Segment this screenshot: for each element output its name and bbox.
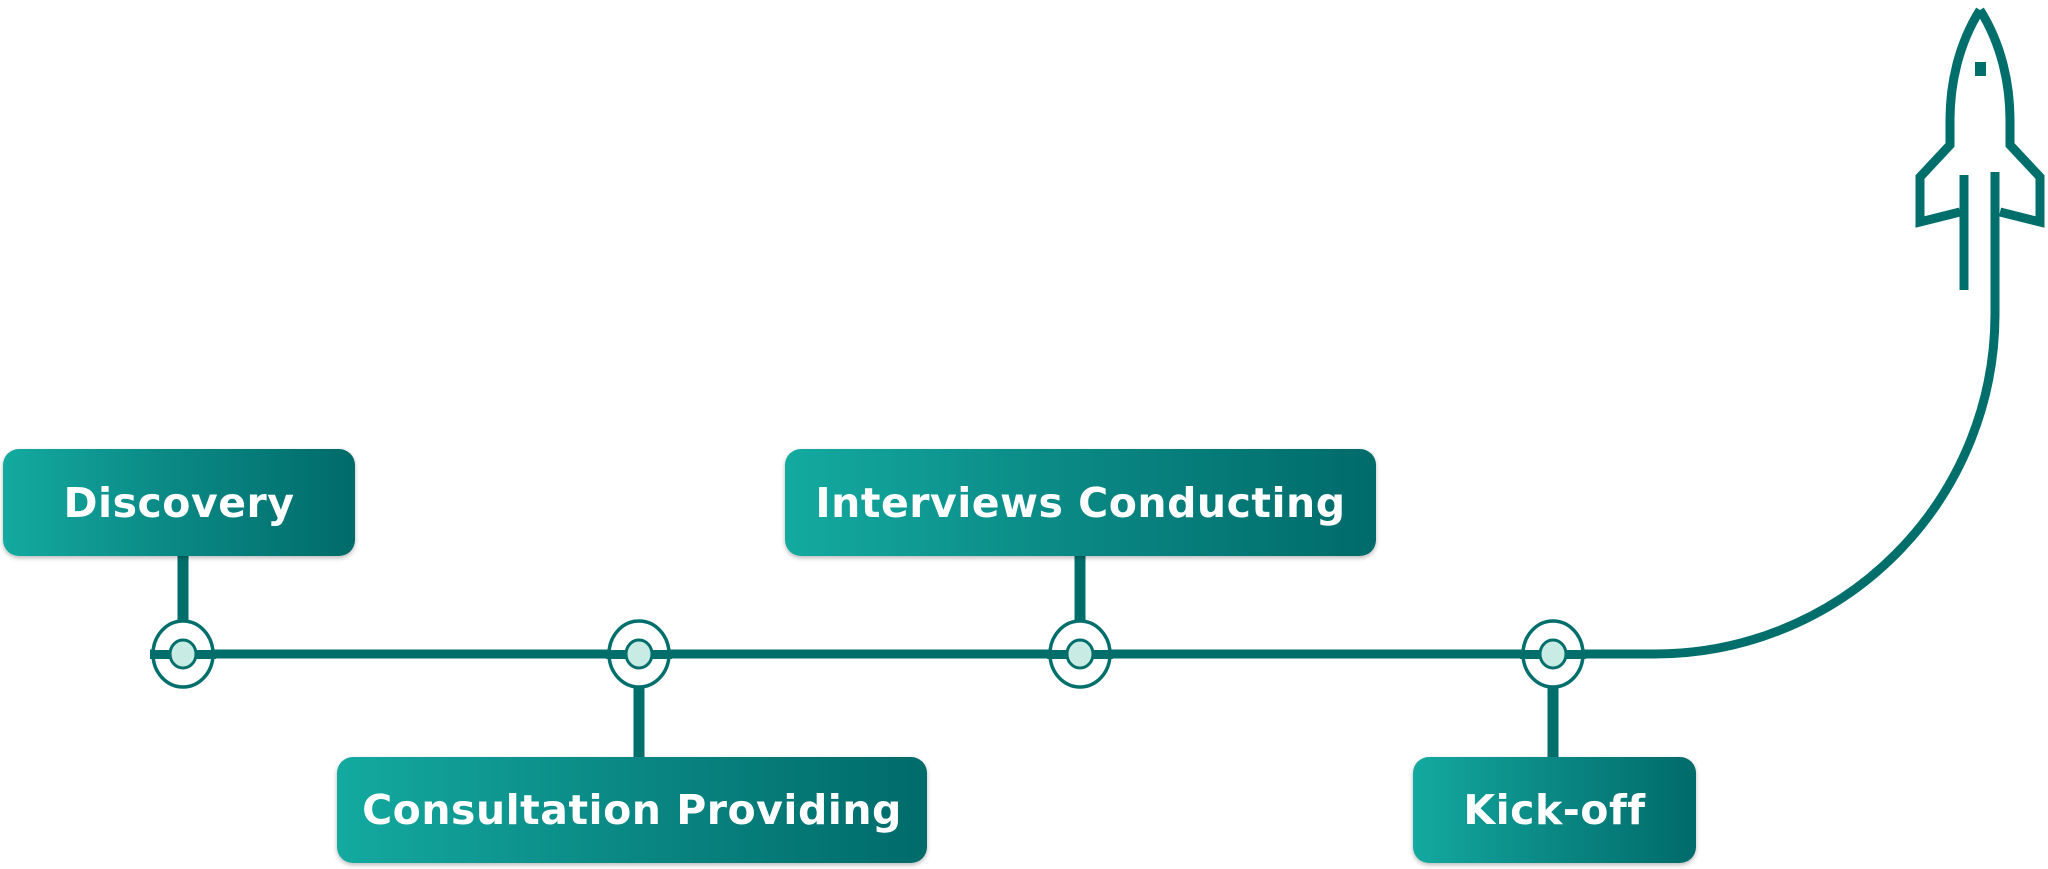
rocket-icon [1915, 7, 2045, 316]
milestone-node-interviews [1047, 619, 1113, 689]
milestone-node-icon [1065, 638, 1095, 670]
step-box-kickoff: Kick-off [1413, 757, 1696, 863]
milestone-node-discovery [150, 619, 216, 689]
milestone-node-icon [1538, 638, 1568, 670]
milestone-node-kickoff [1520, 619, 1586, 689]
milestone-node-icon [624, 638, 654, 670]
step-label-interviews: Interviews Conducting [815, 478, 1346, 527]
step-label-consultation: Consultation Providing [362, 786, 902, 834]
milestone-node-icon [168, 638, 198, 670]
step-box-consultation: Consultation Providing [337, 757, 927, 863]
timeline-path [150, 172, 2000, 659]
milestone-node-consultation [606, 619, 672, 689]
step-label-kickoff: Kick-off [1463, 786, 1646, 834]
step-box-interviews: Interviews Conducting [785, 449, 1376, 556]
step-box-discovery: Discovery [3, 449, 355, 556]
step-label-discovery: Discovery [63, 478, 295, 527]
